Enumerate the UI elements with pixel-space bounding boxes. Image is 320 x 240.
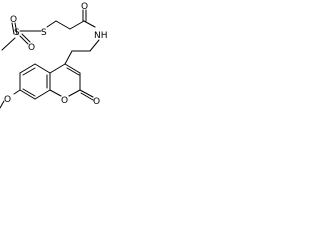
atom-s-thio: S [41, 28, 47, 38]
bond-methyl-s [1, 37, 16, 51]
structure-canvas: O S O S O NH O O O [0, 0, 127, 131]
bond-c5-ring [64, 50, 73, 65]
bond-lactone-co-b [80, 92, 94, 101]
bond-c8-c8a [34, 89, 51, 100]
bond-c5-c6 [19, 63, 36, 74]
atom-o-methoxy: O [4, 95, 11, 105]
bond-c1-c2 [55, 20, 71, 30]
molecule-diagram: O S O S O NH O O O [0, 2, 108, 109]
bond-s-o-left-a [11, 22, 15, 35]
bond-c7-c8 [19, 89, 36, 100]
bond-s-o-right-b [21, 33, 31, 43]
bond-c5-c6-dbl [22, 67, 36, 76]
bond-s-o-left-b [14, 22, 18, 35]
bond-c4a-c5 [34, 63, 51, 74]
atom-nh: NH [94, 31, 108, 41]
bond-c4-c3-dbl [66, 67, 80, 76]
atom-s-sulfonyl: S [14, 28, 20, 38]
bond-c2-c3 [69, 20, 85, 30]
bond-layer [0, 9, 100, 109]
bond-c-n [83, 20, 96, 28]
bond-lactone-co-a [79, 89, 94, 98]
bond-s-c1 [46, 20, 57, 28]
bond-c4a-c3 [64, 63, 81, 74]
bond-c7-c8-dbl [22, 88, 36, 97]
atom-o-carbonyl: O [81, 2, 88, 12]
atom-o-top-right: O [28, 43, 35, 53]
atom-o-top-left: O [10, 15, 17, 25]
bond-s-o-right-a [19, 35, 29, 45]
atom-o-ring: O [61, 96, 68, 106]
atom-o-lactone-carbonyl: O [93, 97, 100, 107]
bond-c7-o-methoxy [13, 89, 21, 95]
bond-c2-o1 [68, 89, 81, 97]
atom-label-layer: O S O S O NH O O O [4, 2, 108, 107]
bond-c4-c4a [49, 63, 66, 74]
bond-o1-c8a [49, 89, 62, 97]
bond-o-methyl [0, 100, 5, 109]
bond-n-c4 [89, 39, 100, 52]
